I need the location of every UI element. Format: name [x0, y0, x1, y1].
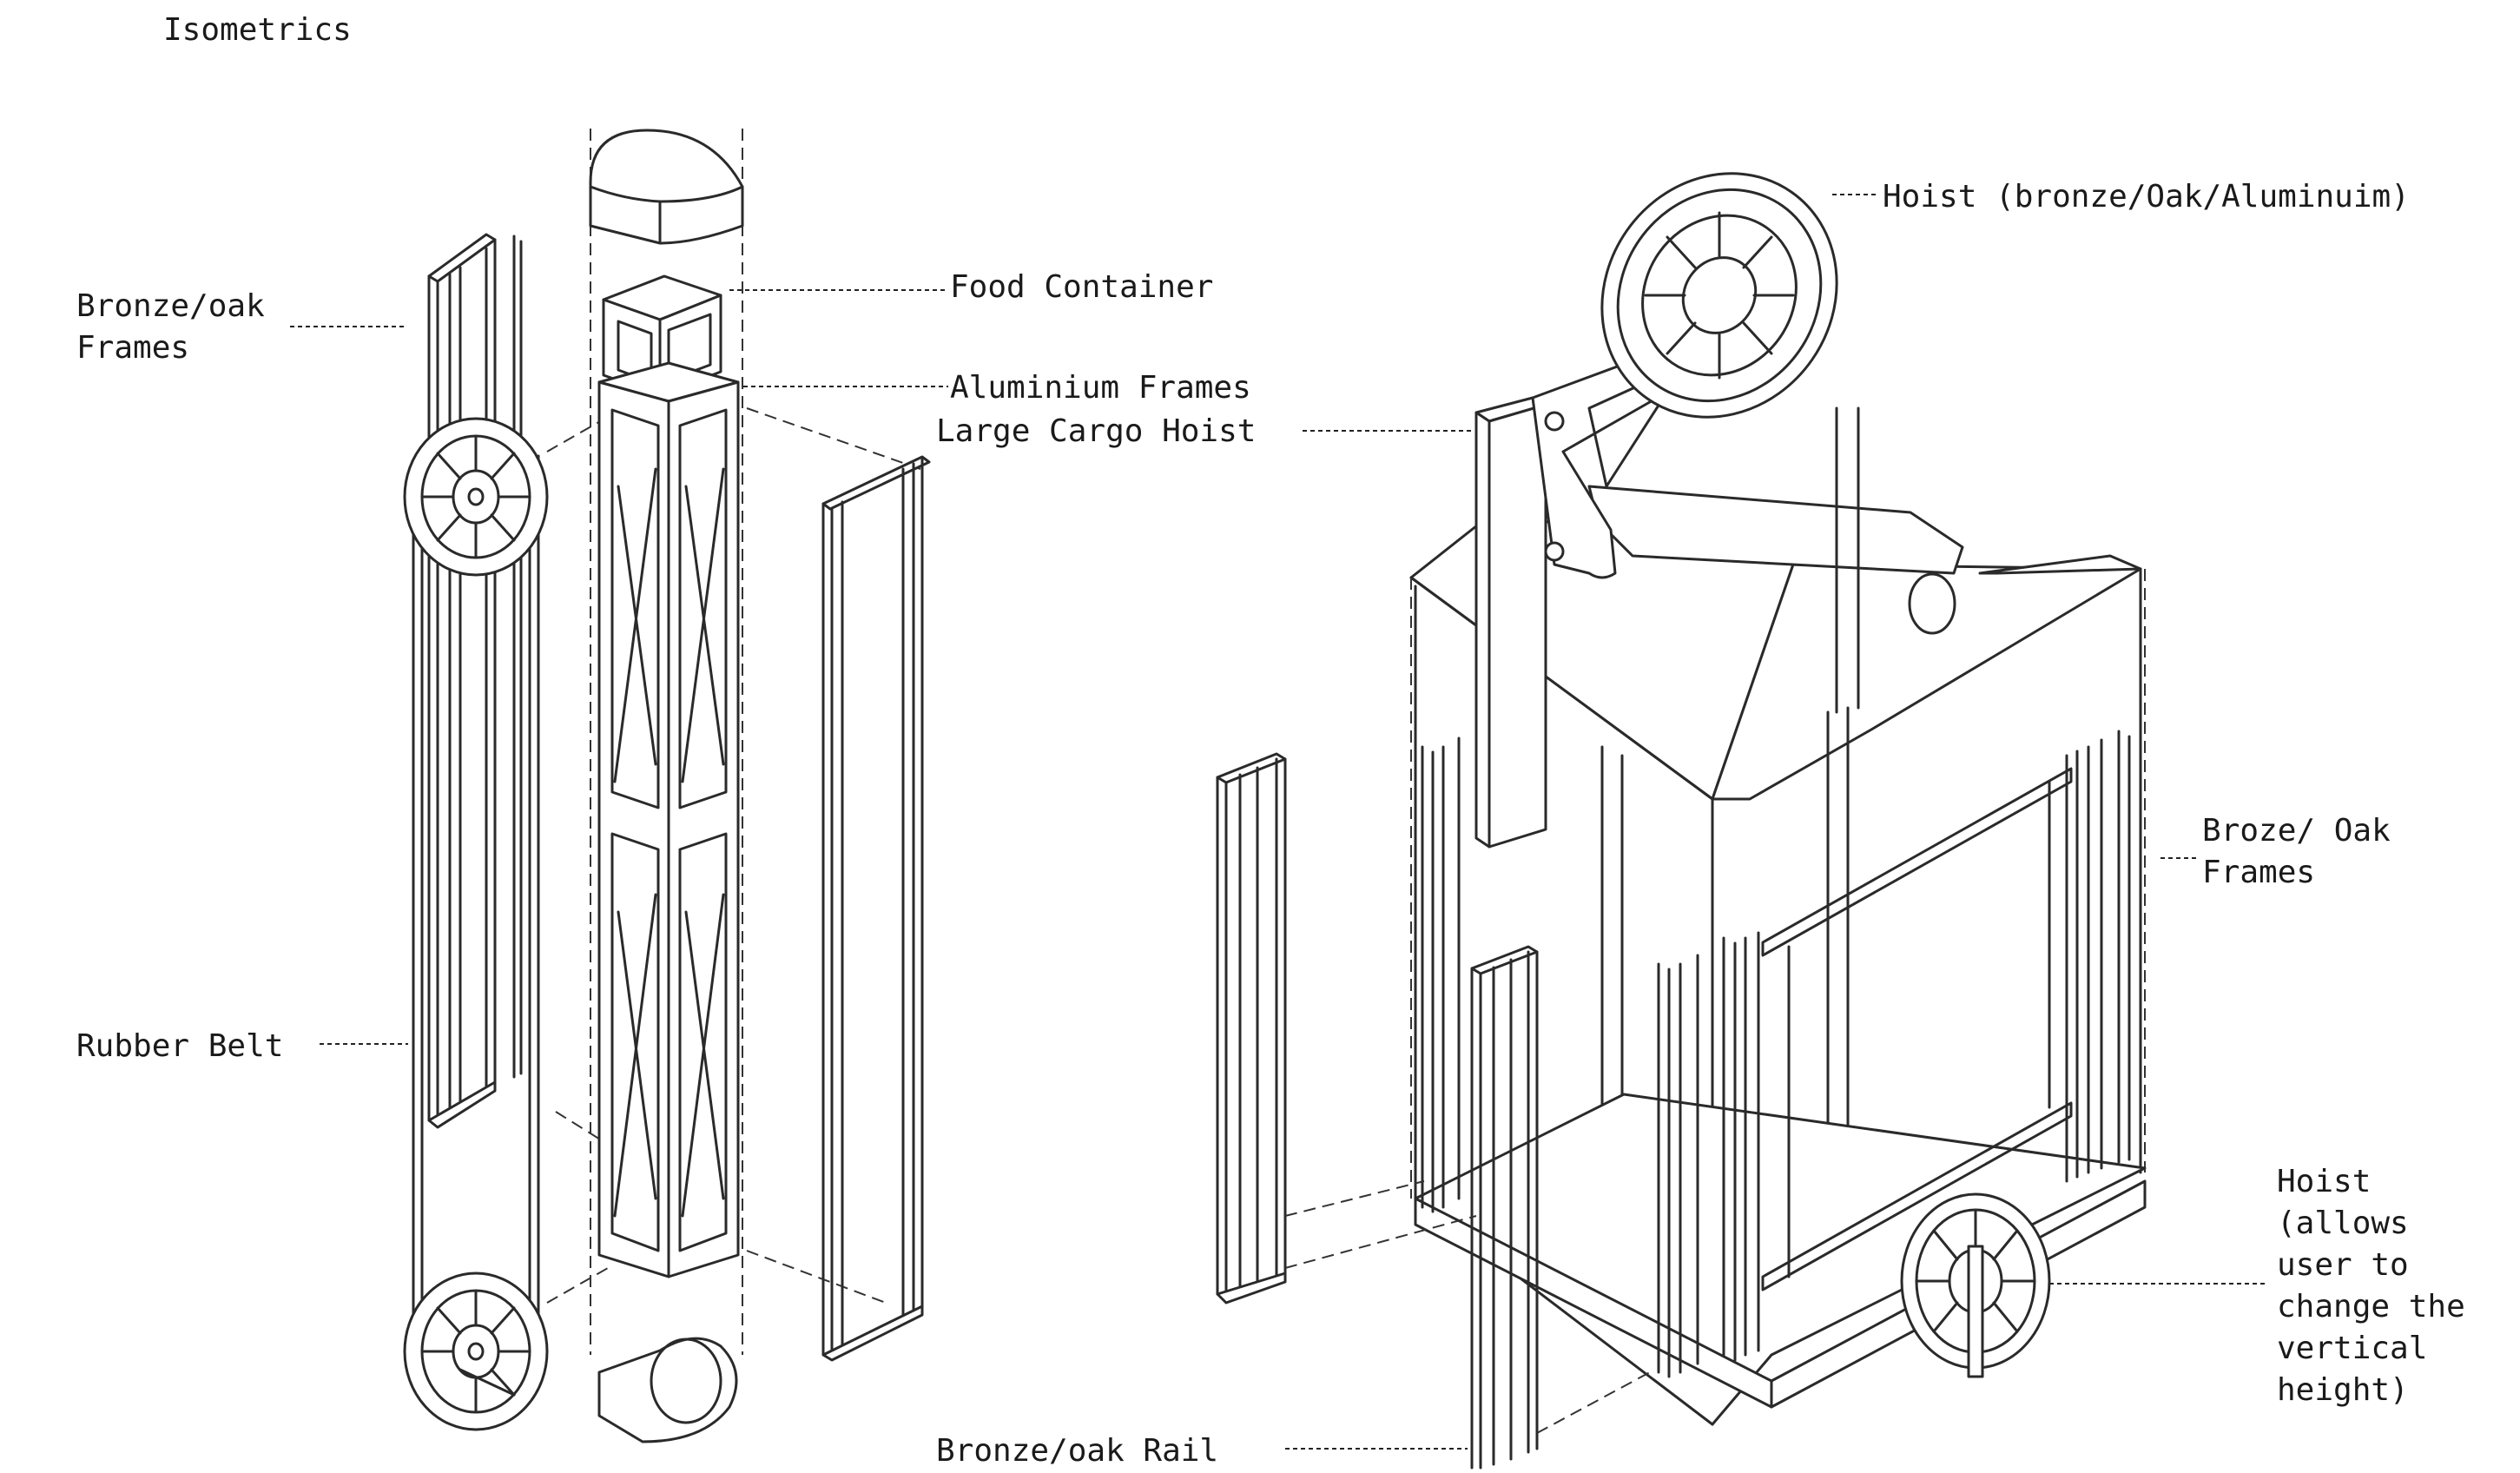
svg-text:Large Cargo Hoist: Large Cargo Hoist [936, 413, 1256, 449]
svg-text:Food Container: Food Container [950, 269, 1213, 305]
svg-text:Bronze/oak Rail: Bronze/oak Rail [936, 1433, 1218, 1469]
projection-lines-right [1284, 1180, 1651, 1434]
bottom-cap-drawing [597, 1337, 738, 1443]
label-aluminium-frames: Aluminium Frames [743, 370, 1251, 406]
rubber-belt-drawing [412, 450, 540, 1357]
sheet-title: Isometrics [163, 12, 352, 48]
svg-text:Bronze/oak: Bronze/oak [76, 288, 265, 324]
svg-text:Frames: Frames [2202, 855, 2315, 890]
large-cargo-hoist-drawing [1474, 311, 1778, 849]
label-bronze-oak-rail: Bronze/oak Rail [936, 1433, 1468, 1469]
hoist-wheel-top [1600, 172, 1838, 419]
svg-text:Broze/ Oak: Broze/ Oak [2202, 813, 2391, 849]
belt-wheel-bottom [403, 1272, 549, 1431]
svg-text:vertical: vertical [2277, 1331, 2427, 1366]
svg-text:Frames: Frames [76, 330, 189, 366]
svg-text:height): height) [2277, 1372, 2409, 1408]
label-hoist-height: Hoist (allows user to change the vertica… [2049, 1164, 2465, 1408]
svg-text:change the: change the [2277, 1289, 2465, 1324]
label-large-cargo-hoist: Large Cargo Hoist [936, 413, 1473, 449]
label-hoist-top: Hoist (bronze/Oak/Aluminuim) [1832, 179, 2410, 215]
right-assembly [1216, 172, 2147, 1470]
bronze-oak-frame-right-drawing [821, 455, 931, 1362]
svg-text:Hoist (bronze/Oak/Aluminuim): Hoist (bronze/Oak/Aluminuim) [1883, 179, 2410, 215]
aluminium-frame-tower [597, 361, 740, 1278]
bronze-oak-frame-left-drawing [427, 233, 523, 1129]
left-assembly [403, 129, 931, 1443]
label-bronze-oak-frames-left: Bronze/oak Frames [76, 288, 405, 366]
label-food-container: Food Container [729, 269, 1213, 305]
svg-text:(allows: (allows [2277, 1205, 2409, 1241]
label-rubber-belt: Rubber Belt [76, 1028, 408, 1064]
bronze-oak-rail-drawing [1216, 730, 2131, 1470]
svg-text:Hoist: Hoist [2277, 1164, 2371, 1199]
svg-text:Aluminium Frames: Aluminium Frames [950, 370, 1251, 406]
hoist-wheel-height [1900, 1192, 2051, 1378]
labels: Bronze/oak Frames Rubber Belt Food Conta… [76, 179, 2465, 1469]
svg-text:user to: user to [2277, 1247, 2409, 1283]
label-broze-oak-frames-right: Broze/ Oak Frames [2160, 813, 2391, 890]
belt-wheel-top [403, 417, 549, 577]
top-cap-drawing [589, 129, 744, 245]
svg-text:Rubber Belt: Rubber Belt [76, 1028, 283, 1064]
